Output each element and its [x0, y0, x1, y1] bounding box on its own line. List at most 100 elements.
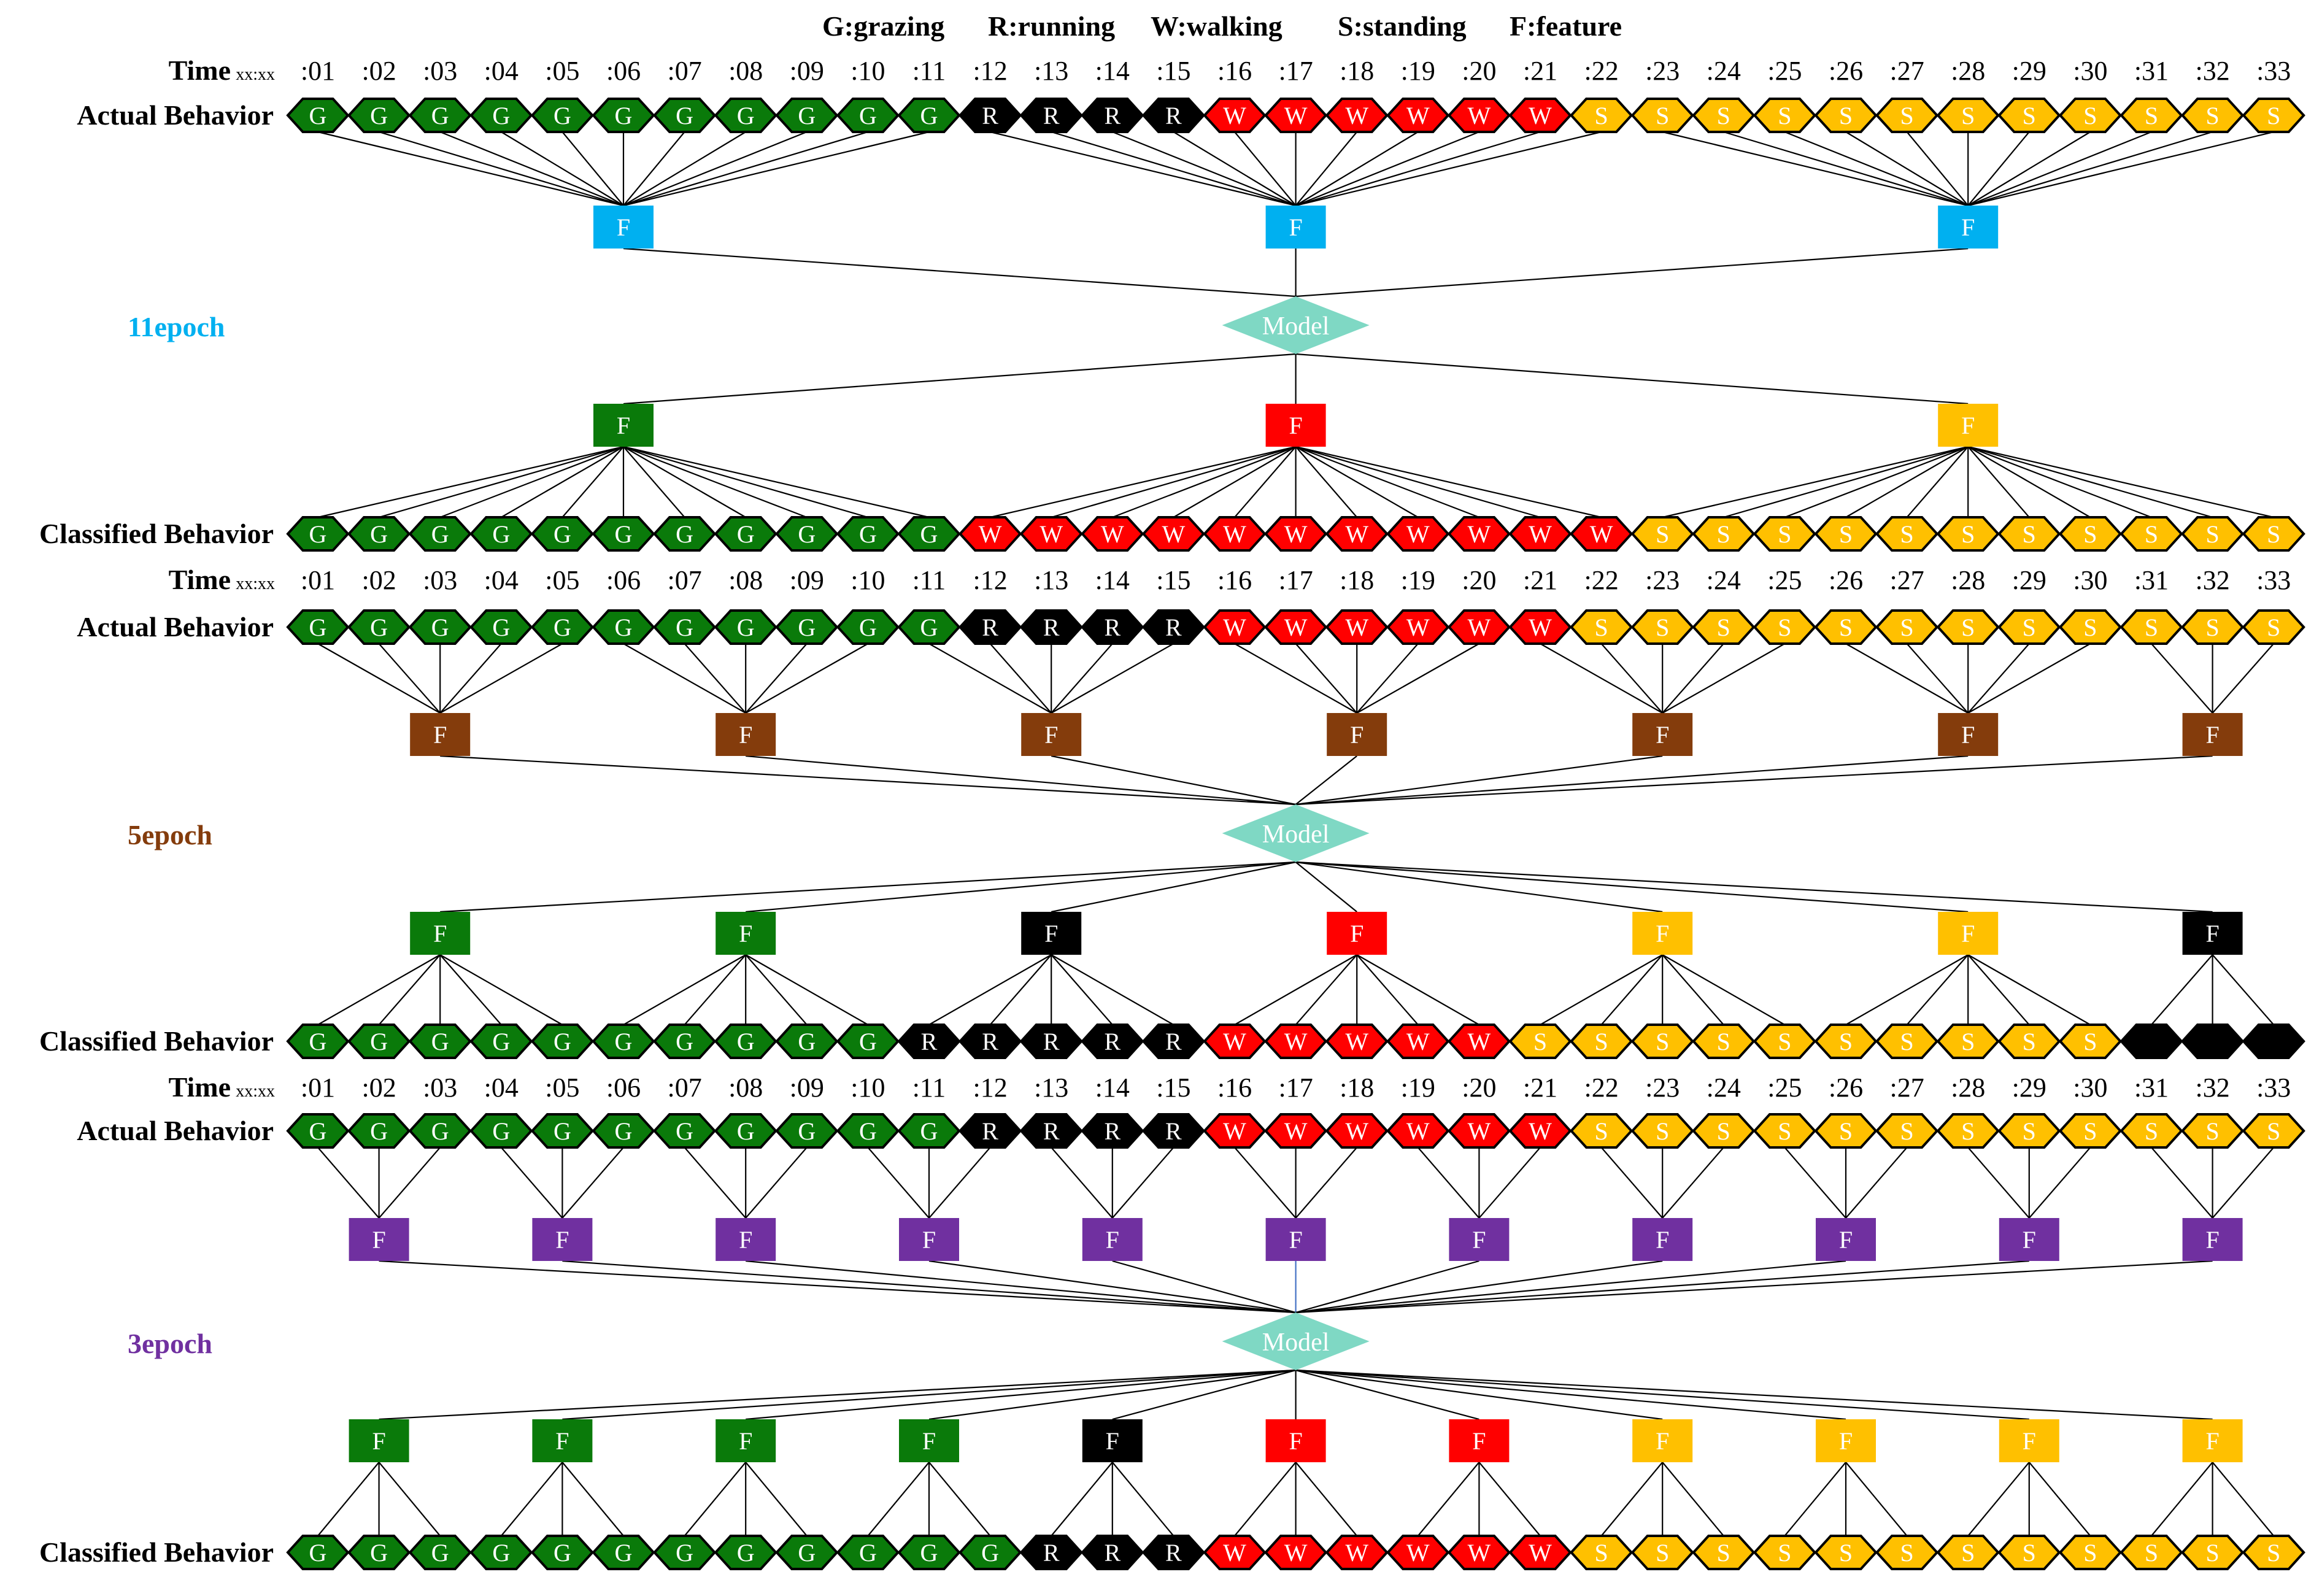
actual-behavior-hexagon-letter: G — [370, 614, 388, 641]
time-tick-label: :26 — [1829, 56, 1863, 86]
time-tick-label: :32 — [2195, 565, 2229, 595]
feature-box-classified — [1632, 912, 1693, 955]
connector-line — [1111, 1462, 1174, 1536]
actual-behavior-hexagon-letter: S — [1778, 102, 1791, 129]
time-tick-label: :12 — [973, 1073, 1007, 1103]
time-tick-label: :29 — [2012, 1073, 2046, 1103]
time-tick-label: :12 — [973, 565, 1007, 595]
feature-box-input-letter: F — [1044, 721, 1058, 749]
actual-behavior-hexagon-letter: G — [676, 102, 693, 129]
connector-line — [1295, 861, 2213, 913]
connector-line — [378, 954, 441, 1025]
feature-box-classified-letter: F — [1472, 1427, 1486, 1455]
time-tick-label: :26 — [1829, 1073, 1863, 1103]
actual-behavior-hexagon-letter: S — [2083, 1117, 2097, 1145]
classified-behavior-hexagon-letter: S — [2083, 1539, 2097, 1567]
time-tick-label: :26 — [1829, 565, 1863, 595]
connector-line — [1478, 1462, 1541, 1536]
connector-line — [1295, 1260, 1846, 1314]
feature-box-classified-letter: F — [1289, 1427, 1302, 1455]
feature-box-input — [2182, 713, 2243, 756]
classified-behavior-hexagon-letter: W — [1101, 520, 1124, 548]
connector-line — [746, 1260, 1296, 1314]
time-tick-label: :13 — [1034, 565, 1068, 595]
classified-behavior-hexagon-letter: S — [1594, 1028, 1608, 1055]
actual-behavior-hexagon-letter: S — [2205, 1117, 2219, 1145]
classified-behavior-hexagon-letter: S — [1778, 1539, 1791, 1567]
classified-behavior-hexagon-letter: G — [492, 520, 510, 548]
time-tick-label: :01 — [301, 565, 335, 595]
connector-line — [1662, 445, 1969, 519]
feature-box-classified — [2182, 912, 2243, 955]
feature-box-input — [1816, 1218, 1876, 1261]
model-diamond — [1222, 1313, 1370, 1370]
actual-behavior-hexagon-letter: W — [1529, 614, 1552, 641]
actual-behavior-hexagon-letter: W — [1284, 614, 1308, 641]
time-tick-label: :03 — [423, 56, 457, 86]
feature-box-classified-letter: F — [555, 1427, 569, 1455]
connector-line — [1967, 131, 2274, 207]
connector-line — [378, 1147, 441, 1219]
actual-behavior-hexagon-letter: W — [1529, 102, 1552, 129]
connector-line — [1295, 643, 1358, 714]
actual-behavior-hexagon-letter: R — [1043, 102, 1060, 129]
time-tick-label: :14 — [1095, 565, 1130, 595]
connector-line — [623, 643, 746, 714]
actual-behavior-hexagon-letter: S — [1594, 614, 1608, 641]
actual-behavior-hexagon-letter: W — [1468, 614, 1491, 641]
connector-line — [1662, 954, 1724, 1025]
connector-line — [378, 1462, 441, 1536]
feature-box-classified — [593, 404, 654, 447]
connector-line — [745, 1147, 808, 1219]
connector-line — [1051, 1147, 1113, 1219]
connector-line — [745, 643, 808, 714]
connector-line — [684, 643, 747, 714]
classified-behavior-hexagon-letter: W — [1345, 520, 1368, 548]
actual-behavior-hexagon-letter: G — [370, 102, 388, 129]
classified-behavior-hexagon-letter: W — [1406, 1028, 1430, 1055]
connector-line — [1967, 445, 2274, 519]
legend-walking: W:walking — [1151, 10, 1282, 42]
connector-line — [1967, 445, 2213, 519]
classified-behavior-hexagon-letter: R — [1104, 1539, 1120, 1567]
connector-line — [1784, 1147, 1846, 1219]
connector-line — [1295, 755, 1357, 805]
actual-behavior-hexagon-letter: G — [859, 102, 877, 129]
connector-line — [1295, 755, 1663, 806]
feature-box-input — [2182, 1218, 2243, 1261]
time-tick-label: :17 — [1278, 565, 1313, 595]
connector-line — [1967, 445, 2152, 519]
connector-line — [1967, 1462, 2030, 1536]
time-tick-label: :28 — [1951, 56, 1985, 86]
actual-behavior-hexagon-letter: G — [920, 102, 938, 129]
actual-behavior-label: Actual Behavior — [77, 1115, 274, 1146]
feature-box-input — [1082, 1218, 1143, 1261]
connector-line — [1295, 247, 1969, 298]
connector-line — [1784, 445, 1969, 519]
feature-box-input — [410, 713, 471, 756]
connector-line — [1967, 131, 2091, 206]
connector-line — [623, 353, 1296, 405]
feature-box-input-letter: F — [1106, 1226, 1119, 1254]
time-tick-label: :03 — [423, 1073, 457, 1103]
actual-behavior-hexagon-letter: G — [676, 614, 693, 641]
actual-behavior-hexagon — [2242, 609, 2305, 645]
actual-behavior-hexagon-letter: W — [1223, 1117, 1246, 1145]
connector-line — [562, 1369, 1296, 1421]
time-tick-label: :29 — [2012, 56, 2046, 86]
connector-line — [746, 861, 1296, 913]
time-tick-label: :30 — [2073, 1073, 2107, 1103]
connector-line — [1967, 954, 2091, 1025]
connector-lines — [317, 131, 2275, 1536]
connector-line — [1906, 954, 1969, 1025]
actual-behavior-hexagon-letter: S — [1961, 1117, 1975, 1145]
feature-box-classified — [1632, 1419, 1693, 1462]
connector-line — [1295, 131, 1419, 206]
connector-line — [1967, 131, 2152, 207]
time-tick-label: :28 — [1951, 1073, 1985, 1103]
actual-behavior-hexagon-letter: S — [1900, 102, 1913, 129]
actual-behavior-hexagon-letter: G — [309, 1117, 327, 1145]
connector-line — [1295, 862, 1357, 912]
feature-box-input — [349, 1218, 409, 1261]
